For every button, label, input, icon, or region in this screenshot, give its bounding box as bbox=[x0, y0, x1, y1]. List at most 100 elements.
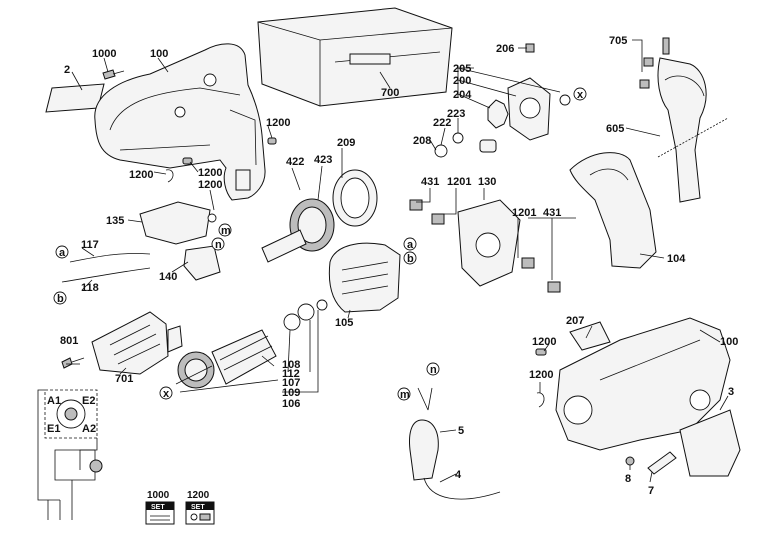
part-number-label: 140 bbox=[159, 271, 177, 283]
part-number-label: 8 bbox=[625, 473, 631, 485]
part-number-label: 700 bbox=[381, 87, 399, 99]
part-number-label: 118 bbox=[81, 282, 99, 294]
part-number-label: 108 bbox=[282, 359, 300, 371]
part-number-label: 223 bbox=[447, 108, 465, 120]
part-number-label: 100 bbox=[720, 336, 738, 348]
part-number-label: 222 bbox=[433, 117, 451, 129]
gear-shaft-part bbox=[261, 198, 335, 263]
connection-letter: b bbox=[57, 293, 64, 305]
label-sheet-part bbox=[45, 83, 105, 113]
connection-marker-b: b bbox=[53, 291, 67, 305]
connection-marker-m: m bbox=[397, 387, 411, 401]
cord-guard-part bbox=[409, 387, 501, 500]
gear-housing-part bbox=[434, 43, 571, 158]
pin-part bbox=[182, 137, 547, 356]
part-number-label: 117 bbox=[81, 239, 99, 251]
cable-clamp-part bbox=[647, 451, 677, 475]
brush-holder-part bbox=[409, 199, 561, 293]
housing-assembly-part bbox=[555, 317, 731, 451]
armature-part bbox=[175, 299, 328, 389]
connection-marker-x: x bbox=[573, 87, 587, 101]
connection-marker-x: x bbox=[159, 386, 173, 400]
terminal-label: E2 bbox=[82, 395, 95, 407]
terminal-label: A1 bbox=[47, 395, 61, 407]
set-badge-1200: SET bbox=[185, 501, 215, 525]
screw-part bbox=[625, 456, 635, 466]
connection-letter: m bbox=[221, 225, 231, 237]
part-number-label: 1200 bbox=[529, 369, 553, 381]
set-badge-text: SET bbox=[151, 504, 165, 511]
part-number-label: 206 bbox=[496, 43, 514, 55]
connection-letter: x bbox=[577, 89, 584, 101]
part-number-label: 106 bbox=[282, 398, 300, 410]
part-number-label: 7 bbox=[648, 485, 654, 497]
part-number-label: 1200 bbox=[266, 117, 290, 129]
screw-part bbox=[102, 69, 125, 80]
part-number-label: 1200 bbox=[532, 336, 556, 348]
part-number-label: 135 bbox=[106, 215, 124, 227]
set-number-label: 1200 bbox=[187, 490, 210, 501]
housing-half-part bbox=[94, 43, 266, 201]
connection-marker-n: n bbox=[426, 362, 440, 376]
connection-markers: a b a b x x m n m n bbox=[53, 87, 587, 401]
side-handle-part bbox=[639, 37, 729, 203]
part-number-label: 1201 bbox=[512, 207, 536, 219]
wiring-terminal-labels: A1 E2 E1 A2 bbox=[47, 395, 96, 435]
part-number-label: 701 bbox=[115, 373, 133, 385]
connection-letter: a bbox=[59, 247, 66, 259]
part-number-label: 109 bbox=[282, 387, 300, 399]
cable-part bbox=[61, 253, 151, 283]
connection-letter: m bbox=[400, 389, 410, 401]
part-number-label: 112 bbox=[282, 368, 300, 380]
chuck-part bbox=[91, 311, 183, 375]
connection-letter: b bbox=[407, 253, 414, 265]
part-number-label: 5 bbox=[458, 425, 464, 437]
part-number-label: 207 bbox=[566, 315, 584, 327]
part-number-label: 200 bbox=[453, 75, 471, 87]
terminal-label: E1 bbox=[47, 423, 60, 435]
part-number-label: 104 bbox=[667, 253, 686, 265]
part-number-label: 423 bbox=[314, 154, 332, 166]
part-number-label: 209 bbox=[337, 137, 355, 149]
rear-handle-part bbox=[569, 152, 657, 269]
connection-marker-m: m bbox=[218, 223, 232, 237]
part-number-labels: 2 1000 100 700 206 705 205 200 204 223 2… bbox=[60, 35, 738, 497]
set-number-label: 1000 bbox=[147, 490, 170, 501]
part-number-label: 705 bbox=[609, 35, 627, 47]
set-number-labels: 1000 1200 bbox=[147, 490, 210, 501]
carry-case-part bbox=[257, 7, 453, 107]
part-number-label: 205 bbox=[453, 63, 471, 75]
part-number-label: 1200 bbox=[129, 169, 153, 181]
part-number-label: 100 bbox=[150, 48, 168, 60]
part-number-label: 1200 bbox=[198, 167, 222, 179]
ring-gear-part bbox=[332, 169, 378, 227]
part-number-label: 1200 bbox=[198, 179, 222, 191]
connection-marker-a: a bbox=[55, 245, 69, 259]
part-number-label: 2 bbox=[64, 64, 70, 76]
set-badge-text: SET bbox=[191, 504, 205, 511]
connection-marker-n: n bbox=[211, 237, 225, 251]
part-number-label: 605 bbox=[606, 123, 624, 135]
part-number-label: 107 bbox=[282, 377, 300, 389]
part-number-label: 422 bbox=[286, 156, 304, 168]
part-number-label: 431 bbox=[421, 176, 439, 188]
part-number-label: 1201 bbox=[447, 176, 471, 188]
leader-lines bbox=[66, 39, 729, 483]
side-cover-part bbox=[679, 409, 741, 477]
stator-part bbox=[328, 242, 401, 313]
part-number-label: 204 bbox=[453, 89, 472, 101]
part-number-label: 1000 bbox=[92, 48, 116, 60]
screw-part bbox=[61, 357, 85, 369]
connection-letter: n bbox=[430, 364, 437, 376]
connection-marker-a: a bbox=[403, 237, 417, 251]
connection-letter: n bbox=[215, 239, 222, 251]
switch-part bbox=[139, 201, 221, 281]
part-number-label: 130 bbox=[478, 176, 496, 188]
terminal-label: A2 bbox=[82, 423, 96, 435]
part-number-label: 105 bbox=[335, 317, 353, 329]
set-badge-1000: SET bbox=[145, 501, 175, 525]
part-number-label: 3 bbox=[728, 386, 734, 398]
part-number-label: 431 bbox=[543, 207, 561, 219]
connection-marker-b: b bbox=[403, 251, 417, 265]
